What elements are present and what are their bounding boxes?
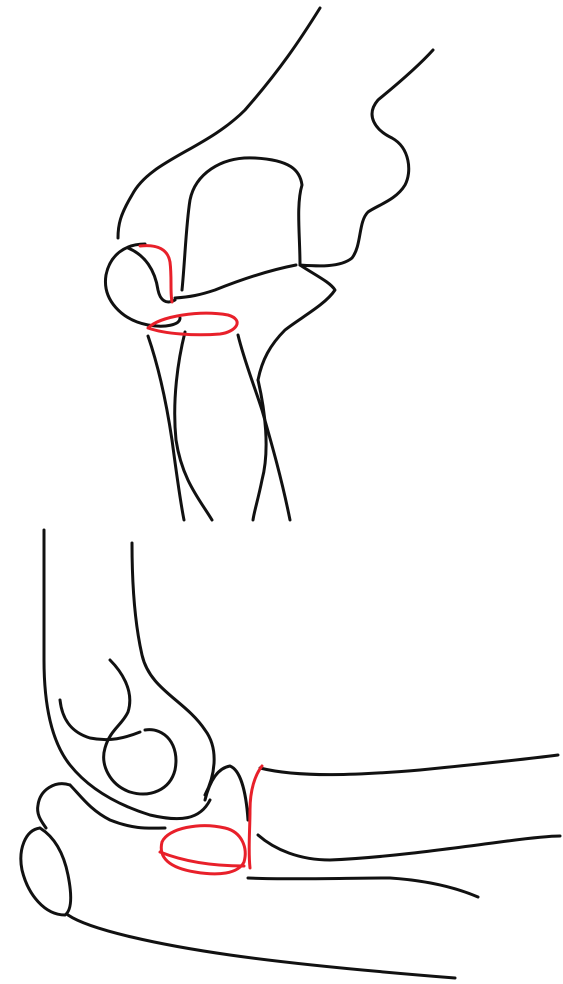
upper-panel [105,8,433,520]
humerus-anterior-outline [118,8,320,238]
olecranon-outline [38,784,70,828]
humerus-posterior-outline [300,50,433,266]
trochlea-loop [104,660,176,794]
radial-neck-highlight [249,766,262,868]
humerus-right-edge [132,543,214,795]
ulna-posterior-loop [21,828,71,915]
lower-panel [21,530,560,978]
radius-lower-edge [258,835,560,860]
radius-upper-edge [260,755,558,775]
humerus-left-edge [44,530,210,819]
humerus-condyle-outline [182,158,302,290]
ulna-shaft-top [248,878,478,897]
ulna-upper-edge [70,785,165,828]
capitellum-highlight [140,246,172,302]
ulna-lower-edge [68,915,455,978]
radial-head-ellipse [148,313,237,335]
condyle-lower-arc [175,265,296,298]
coronoid-outline [258,265,335,380]
